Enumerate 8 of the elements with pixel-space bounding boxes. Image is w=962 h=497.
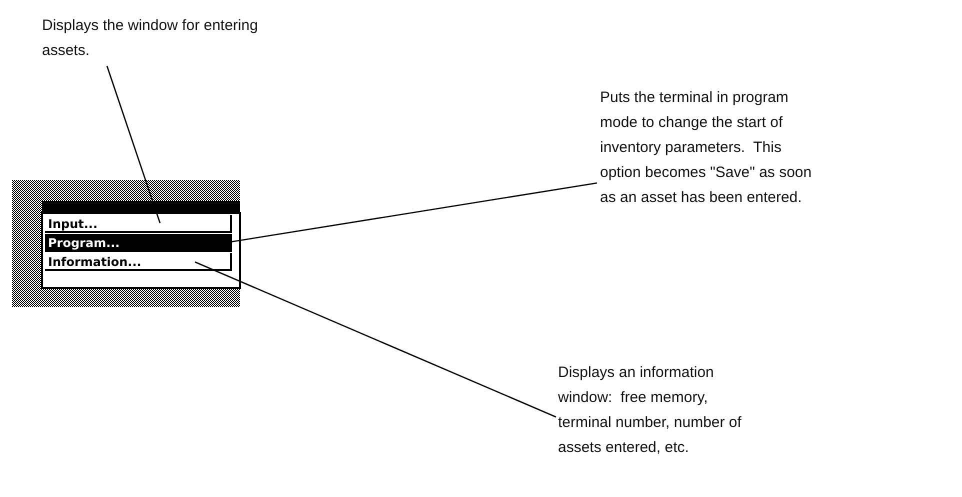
leader-line — [106, 66, 161, 224]
callout-text: Displays an information window: free memory, terminal number, number of assets entered, etc. — [558, 360, 758, 460]
menu-item: Information... — [45, 253, 232, 271]
callout-text: Puts the terminal in program mode to change the start of inventory parameters. This option becomes "Save" as soon as an asset has been entered. — [600, 85, 815, 210]
leader-line — [230, 182, 598, 243]
leader-line — [194, 261, 556, 418]
callout-text: Displays the window for entering assets. — [42, 13, 277, 63]
menu-item: Program... — [45, 234, 232, 252]
